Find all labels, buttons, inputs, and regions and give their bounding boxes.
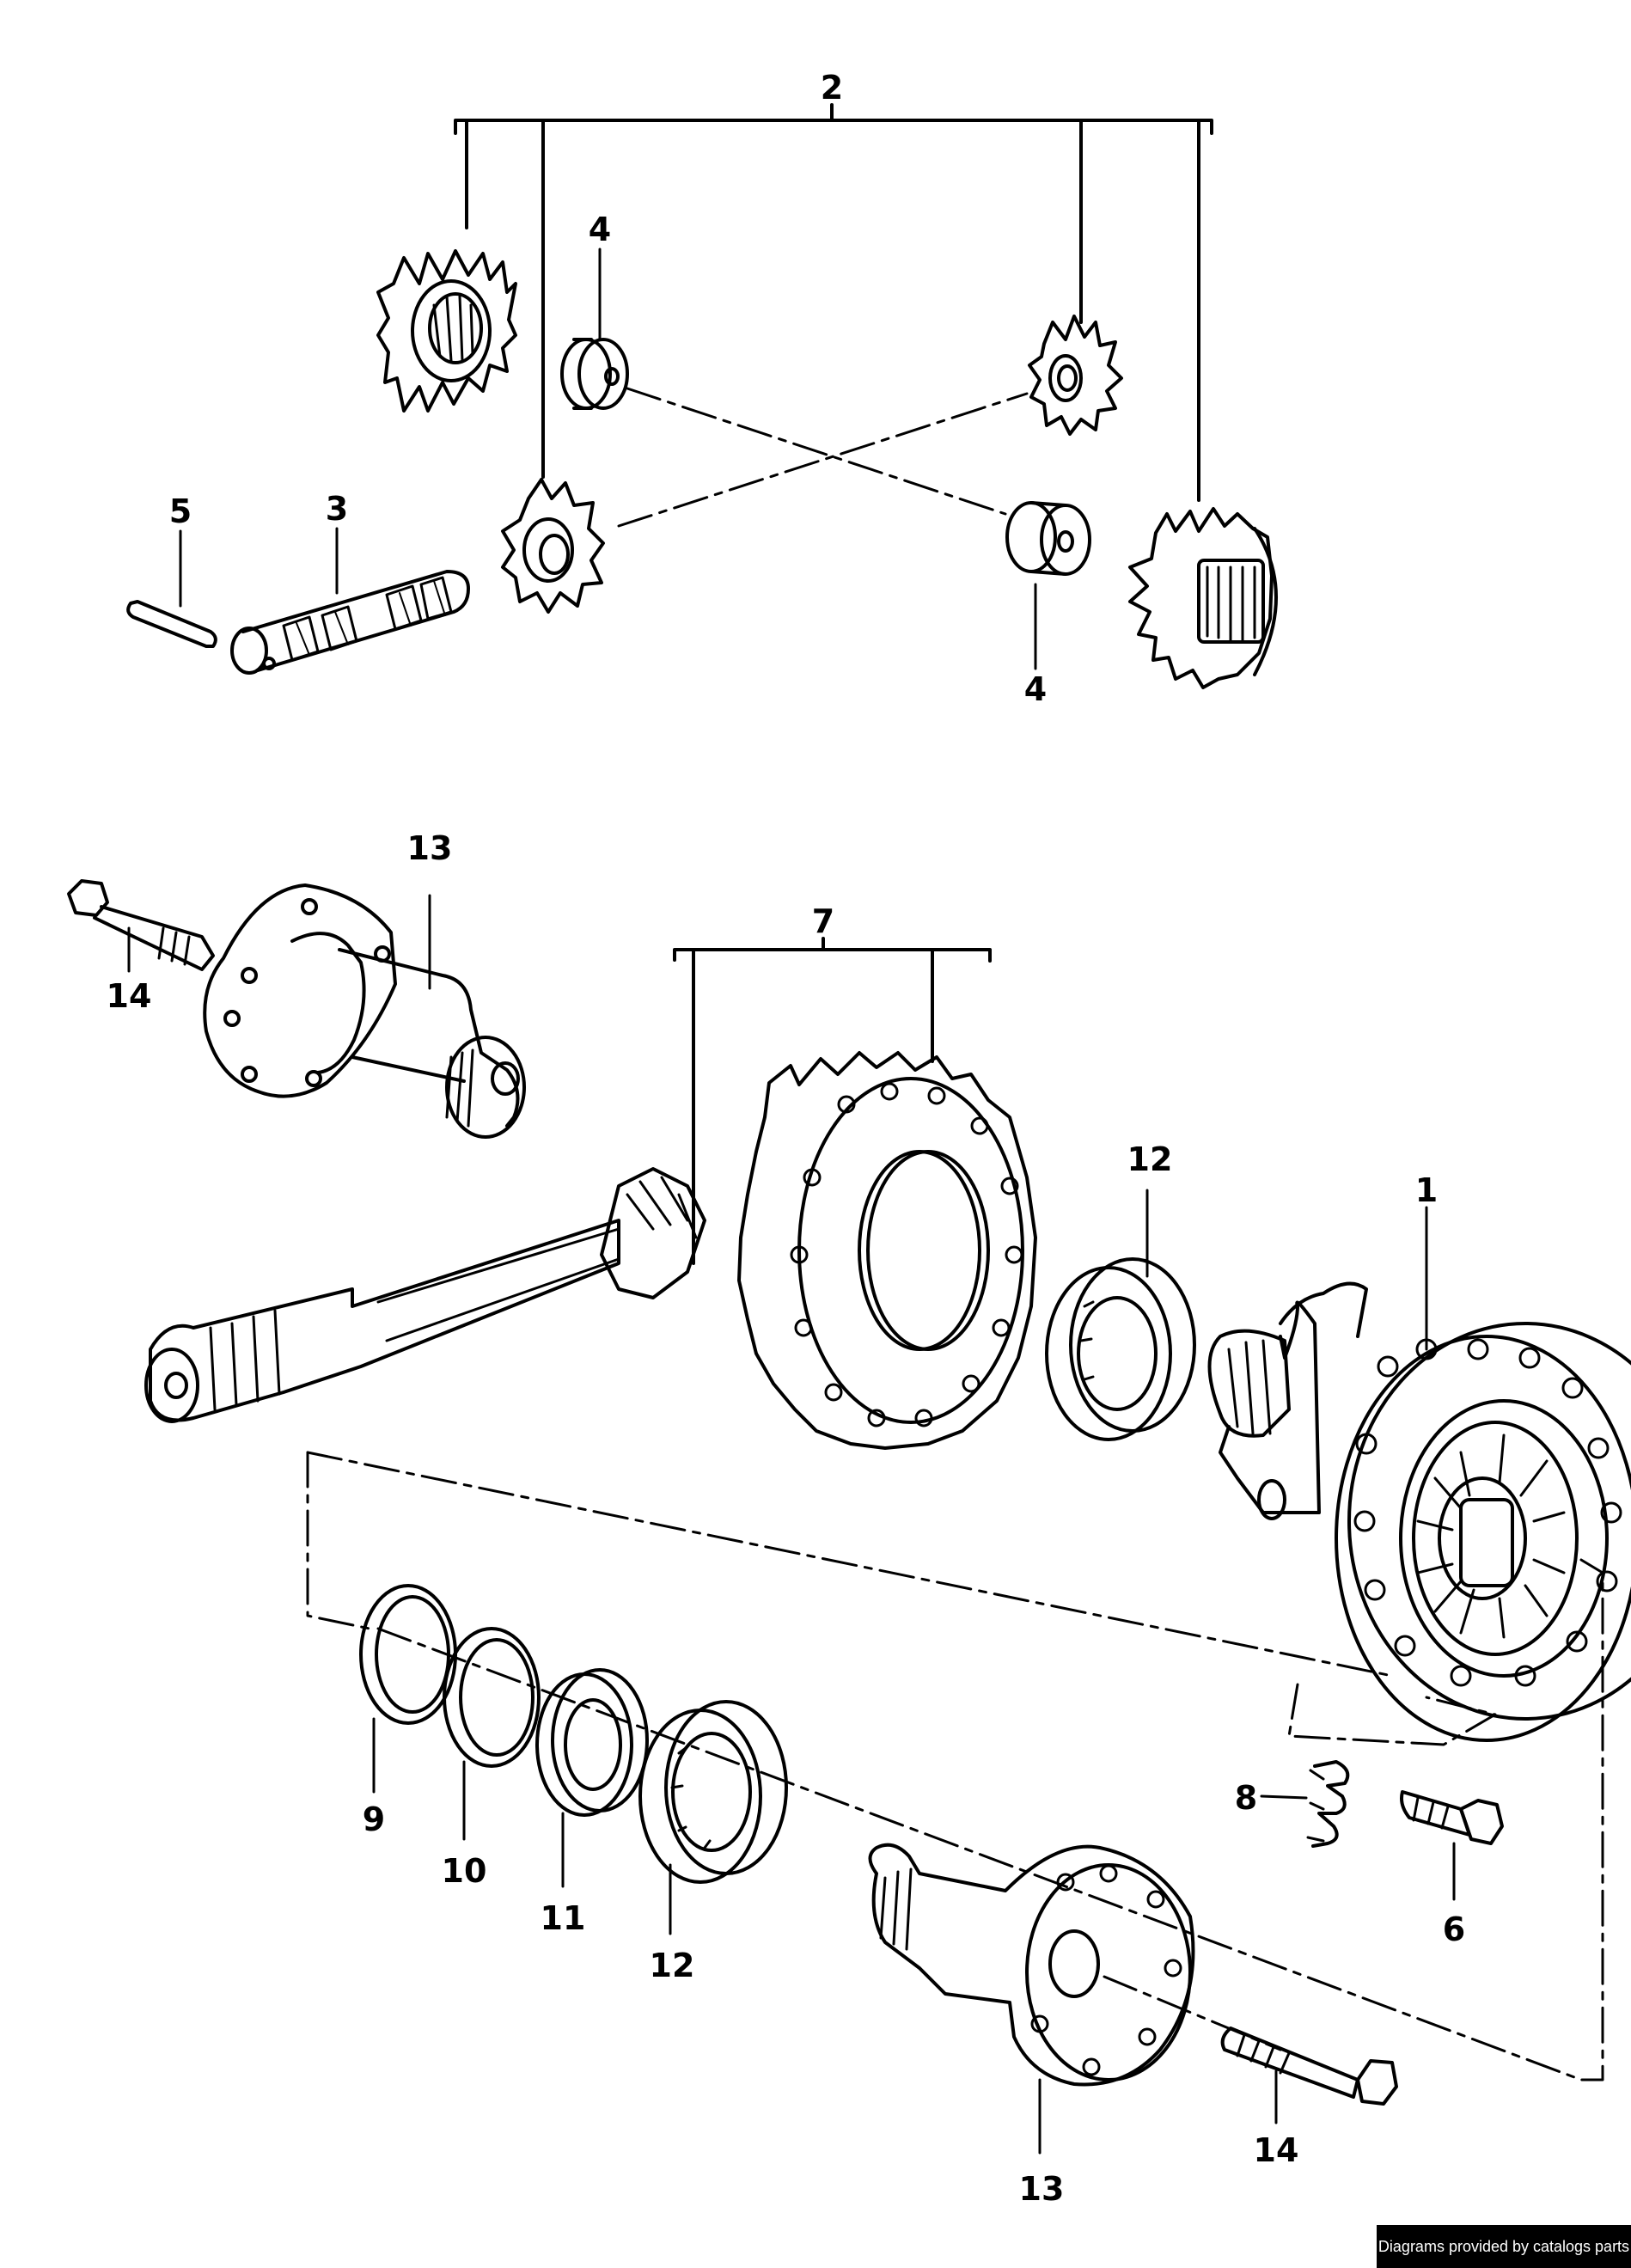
callout-3: 3 <box>326 490 348 528</box>
callout-2: 2 <box>821 69 843 107</box>
callout-9: 9 <box>363 1800 385 1838</box>
side-gear-left <box>376 249 517 413</box>
callout-4-upper: 4 <box>589 211 611 248</box>
differential-case-1 <box>1207 1281 1631 1742</box>
callout-5: 5 <box>169 492 192 530</box>
bracket-7 <box>673 937 992 1265</box>
callout-12-upper: 12 <box>1127 1140 1173 1178</box>
callout-13-lower: 13 <box>1019 2170 1065 2208</box>
tapered-bearing-12a <box>1045 1257 1196 1441</box>
ring-gear <box>737 1051 1037 1450</box>
roll-pin-5 <box>126 600 217 648</box>
drive-flange-13a <box>203 883 526 1139</box>
callout-14-lower: 14 <box>1254 2131 1299 2169</box>
spacer-11 <box>535 1668 649 1817</box>
callout-12-lower: 12 <box>650 1947 695 1984</box>
drive-pinion-shaft <box>144 1167 706 1423</box>
leaders-bottom <box>127 894 1456 2155</box>
leaders-top <box>179 248 1037 670</box>
thrust-washer-4a <box>560 338 629 410</box>
callout-11: 11 <box>541 1899 586 1937</box>
callout-7: 7 <box>812 902 834 940</box>
side-gear-right <box>1128 507 1278 689</box>
case-bolt-6 <box>1400 1790 1504 1845</box>
flange-bolt-14a <box>67 879 215 971</box>
callout-10: 10 <box>442 1852 487 1890</box>
shim-9 <box>359 1584 457 1725</box>
thrust-washer-4b <box>1005 501 1091 576</box>
callout-labels: 2 4 5 3 4 13 14 7 12 1 8 6 9 10 11 12 13… <box>107 69 1466 2208</box>
flange-bolt-14b <box>1220 2027 1398 2106</box>
assembly-lines-top <box>617 387 1029 528</box>
differential-shaft-3 <box>230 570 470 675</box>
lock-plate-8 <box>1306 1760 1350 1848</box>
callout-14-upper: 14 <box>107 977 152 1015</box>
callout-8: 8 <box>1235 1779 1257 1817</box>
callout-13-upper: 13 <box>407 829 453 867</box>
shim-10 <box>443 1627 541 1768</box>
pinion-gear-upper <box>1028 315 1123 436</box>
pinion-gear-lower <box>501 478 605 614</box>
callout-6: 6 <box>1443 1910 1465 1948</box>
callout-1: 1 <box>1415 1171 1438 1209</box>
tapered-bearing-12b <box>638 1700 788 1884</box>
drive-flange-13b <box>868 1843 1195 2087</box>
bracket-2 <box>454 103 1213 502</box>
credit-badge: Diagrams provided by catalogs parts <box>1377 2225 1631 2268</box>
callout-4-lower: 4 <box>1024 670 1047 708</box>
